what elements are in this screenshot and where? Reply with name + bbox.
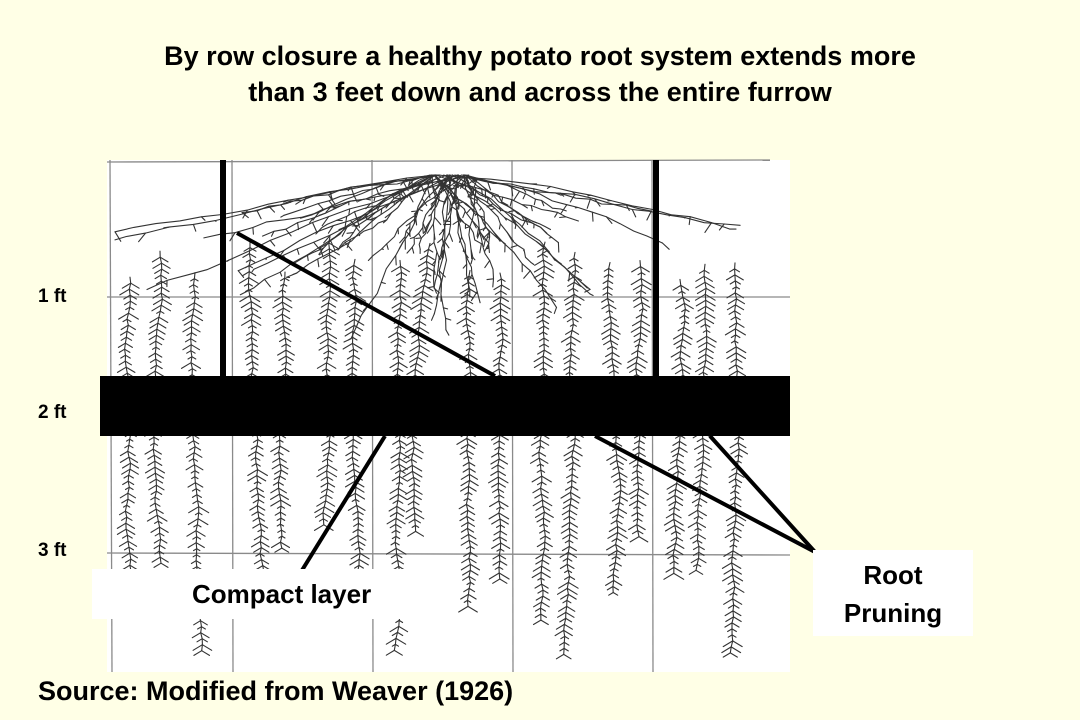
pruning-pointer-line-2 — [708, 434, 817, 554]
title-line-2: than 3 feet down and across the entire f… — [248, 77, 832, 107]
root-pruning-line-2: Pruning — [843, 598, 943, 628]
title-line-1: By row closure a healthy potato root sys… — [164, 41, 916, 71]
depth-label-2ft: 2 ft — [38, 402, 67, 423]
compact-layer-label: Compact layer — [92, 569, 427, 619]
depth-label-3ft: 3 ft — [38, 540, 67, 561]
source-citation: Source: Modified from Weaver (1926) — [38, 676, 514, 706]
pruning-pointer-line-1 — [594, 434, 816, 554]
slide-title: By row closure a healthy potato root sys… — [40, 38, 1040, 110]
diagonal-line — [236, 231, 496, 378]
root-pruning-label: Root Pruning — [813, 550, 973, 636]
compact-layer-bar — [100, 376, 790, 436]
root-pruning-line-1: Root — [863, 560, 923, 590]
compact-pointer-line — [294, 434, 387, 582]
depth-label-1ft: 1 ft — [38, 286, 67, 307]
